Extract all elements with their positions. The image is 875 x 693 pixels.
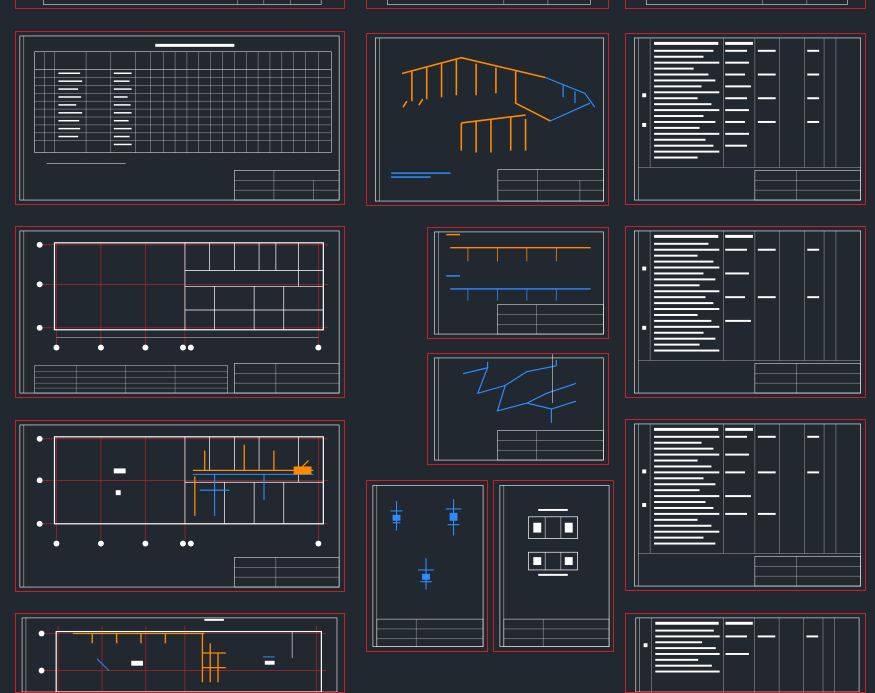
detail-b-drawing xyxy=(499,485,610,647)
sheet-top-right-drawing xyxy=(645,0,848,5)
detail-a-drawing xyxy=(372,485,484,647)
sheet-spec-list-2[interactable] xyxy=(625,226,866,398)
sheet-equipment-table[interactable] xyxy=(15,31,345,205)
spec-list-2-drawing xyxy=(634,230,861,394)
floor-plan-drawing xyxy=(19,230,340,394)
sheet-isometric-riser-a[interactable] xyxy=(427,227,609,339)
equipment-table-drawing xyxy=(19,35,340,201)
isometric-riser-a-drawing xyxy=(434,231,604,335)
spec-list-3-drawing xyxy=(634,423,861,587)
sheet-isometric-riser-b[interactable] xyxy=(427,353,609,465)
sheet-floor-plan[interactable] xyxy=(15,226,345,398)
sheet-detail-b[interactable] xyxy=(493,480,614,652)
spec-list-1-drawing xyxy=(634,37,861,201)
sheet-spec-list-3[interactable] xyxy=(625,419,866,591)
sheet-isometric-main[interactable] xyxy=(366,33,609,206)
sheet-top-mid-drawing xyxy=(387,0,591,5)
sheet-spec-list-1[interactable] xyxy=(625,33,866,205)
sheet-floor-plan-pipes-2[interactable] xyxy=(15,613,345,693)
isometric-main-drawing xyxy=(375,37,604,202)
sheet-top-left-drawing xyxy=(42,0,322,5)
floor-plan-pipes-2-drawing xyxy=(21,617,338,692)
sheet-top-left[interactable] xyxy=(15,0,345,9)
spec-list-4-drawing xyxy=(635,617,860,692)
sheet-top-right[interactable] xyxy=(625,0,866,9)
sheet-top-mid[interactable] xyxy=(366,0,609,9)
sheet-detail-a[interactable] xyxy=(366,480,488,652)
sheet-floor-plan-pipes[interactable] xyxy=(15,420,345,592)
sheet-spec-list-4[interactable] xyxy=(625,613,866,693)
floor-plan-pipes-drawing xyxy=(19,424,340,588)
isometric-riser-b-drawing xyxy=(434,354,604,461)
